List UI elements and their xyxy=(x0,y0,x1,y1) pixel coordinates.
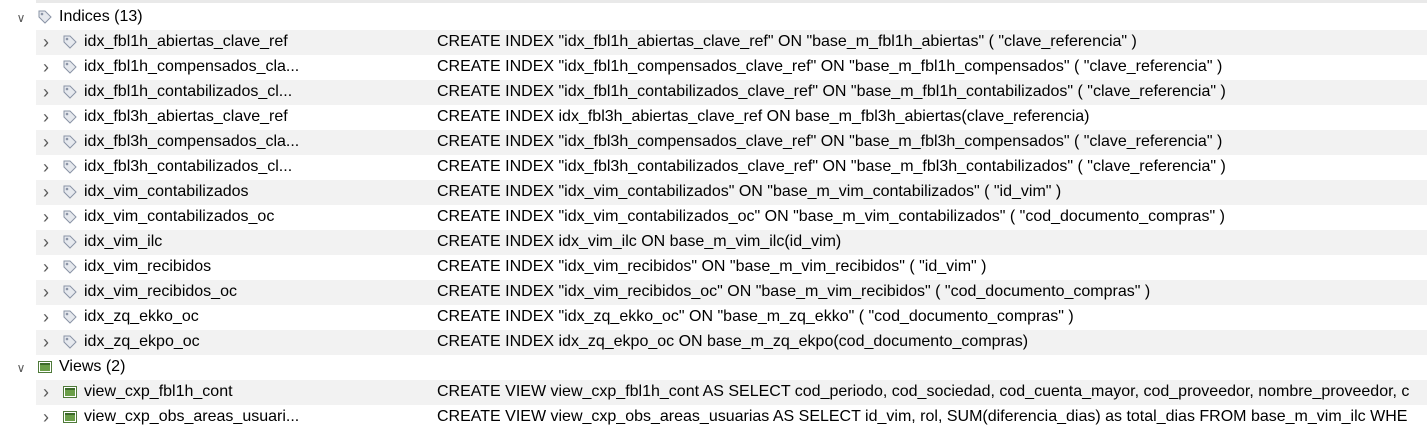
index-definition: CREATE INDEX "idx_fbl3h_compensados_clav… xyxy=(437,133,1223,150)
tag-icon xyxy=(62,234,78,250)
view-definition: CREATE VIEW view_cxp_fbl1h_cont AS SELEC… xyxy=(437,383,1410,400)
tag-icon xyxy=(62,109,78,125)
index-name: idx_fbl3h_abiertas_clave_ref xyxy=(84,108,288,125)
tree-row-index[interactable]: › idx_fbl1h_abiertas_clave_ref CREATE INDE… xyxy=(0,30,1427,55)
view-icon xyxy=(62,409,78,425)
tree-row-index[interactable]: › idx_vim_ilc CREATE INDEX idx_vim_ilc ON … xyxy=(0,230,1427,255)
index-definition: CREATE INDEX idx_vim_ilc ON base_m_vim_i… xyxy=(437,233,842,250)
index-name: idx_fbl3h_compensados_cla... xyxy=(84,133,300,150)
expand-chevron-icon[interactable]: › xyxy=(43,107,49,127)
group-label: Views (2) xyxy=(59,358,126,375)
tree-row-index[interactable]: › idx_vim_recibidos_oc CREATE INDEX "idx_v… xyxy=(0,280,1427,305)
tree-row-index[interactable]: › idx_fbl1h_contabilizados_cl... CREATE IN… xyxy=(0,80,1427,105)
index-definition: CREATE INDEX "idx_vim_recibidos" ON "bas… xyxy=(437,258,987,275)
expand-chevron-icon[interactable]: › xyxy=(43,157,49,177)
index-definition: CREATE INDEX "idx_vim_contabilizados" ON… xyxy=(437,183,1062,200)
tree-row-index[interactable]: › idx_vim_contabilizados CREATE INDEX "idx… xyxy=(0,180,1427,205)
index-definition: CREATE INDEX "idx_vim_recibidos_oc" ON "… xyxy=(437,283,1151,300)
index-definition: CREATE INDEX "idx_zq_ekko_oc" ON "base_m… xyxy=(437,308,1074,325)
expand-chevron-icon[interactable]: › xyxy=(43,282,49,302)
index-name: idx_vim_ilc xyxy=(84,233,163,250)
index-definition: CREATE INDEX "idx_fbl3h_contabilizados_c… xyxy=(437,158,1226,175)
view-name: view_cxp_obs_areas_usuari... xyxy=(84,408,300,425)
tree-row-index[interactable]: › idx_fbl3h_compensados_cla... CREATE INDE… xyxy=(0,130,1427,155)
clipped-row-above xyxy=(0,0,1427,4)
expand-chevron-icon[interactable]: › xyxy=(43,207,49,227)
index-name: idx_vim_recibidos xyxy=(84,258,212,275)
index-name: idx_fbl1h_abiertas_clave_ref xyxy=(84,33,288,50)
group-label: Indices (13) xyxy=(59,8,143,25)
expand-chevron-icon[interactable]: › xyxy=(43,257,49,277)
index-name: idx_zq_ekko_oc xyxy=(84,308,199,325)
tree-row-index[interactable]: › idx_vim_contabilizados_oc CREATE INDEX "… xyxy=(0,205,1427,230)
view-name: view_cxp_fbl1h_cont xyxy=(84,383,233,400)
index-definition: CREATE INDEX idx_fbl3h_abiertas_clave_re… xyxy=(437,108,1090,125)
expand-chevron-icon[interactable]: › xyxy=(43,82,49,102)
expand-chevron-icon[interactable]: › xyxy=(43,332,49,352)
tag-icon xyxy=(62,209,78,225)
index-name: idx_zq_ekpo_oc xyxy=(84,333,200,350)
tree-row-index[interactable]: › idx_zq_ekpo_oc CREATE INDEX idx_zq_ekpo_… xyxy=(0,330,1427,355)
tree-row-view[interactable]: › view_cxp_fbl1h_cont CREATE VIEW view_cxp… xyxy=(0,380,1427,405)
tag-icon xyxy=(62,84,78,100)
tag-icon xyxy=(62,284,78,300)
index-definition: CREATE INDEX "idx_vim_contabilizados_oc"… xyxy=(437,208,1225,225)
tree-row-view[interactable]: › view_cxp_obs_areas_usuari... CREATE VIEW… xyxy=(0,405,1427,430)
index-name: idx_vim_contabilizados_oc xyxy=(84,208,275,225)
index-definition: CREATE INDEX "idx_fbl1h_abiertas_clave_r… xyxy=(437,33,1137,50)
index-name: idx_fbl1h_contabilizados_cl... xyxy=(84,83,293,100)
expand-chevron-icon[interactable]: › xyxy=(43,407,49,427)
index-definition: CREATE INDEX "idx_fbl1h_compensados_clav… xyxy=(437,58,1223,75)
view-icon xyxy=(37,359,53,375)
expand-chevron-icon[interactable]: › xyxy=(43,132,49,152)
collapse-chevron-icon[interactable]: ∨ xyxy=(16,10,26,25)
expand-chevron-icon[interactable]: › xyxy=(43,182,49,202)
tag-icon xyxy=(62,309,78,325)
tree-row-index[interactable]: › idx_fbl3h_abiertas_clave_ref CREATE INDE… xyxy=(0,105,1427,130)
tag-icon xyxy=(62,259,78,275)
tree-row-index[interactable]: › idx_zq_ekko_oc CREATE INDEX "idx_zq_ekko… xyxy=(0,305,1427,330)
group-row-views[interactable]: ∨ Views (2) xyxy=(0,355,1427,380)
tag-icon xyxy=(62,184,78,200)
index-name: idx_vim_recibidos_oc xyxy=(84,283,237,300)
tag-icon xyxy=(37,9,53,25)
index-definition: CREATE INDEX idx_zq_ekpo_oc ON base_m_zq… xyxy=(437,333,1029,350)
tag-icon xyxy=(62,34,78,50)
index-name: idx_fbl1h_compensados_cla... xyxy=(84,58,300,75)
index-name: idx_fbl3h_contabilizados_cl... xyxy=(84,158,293,175)
tag-icon xyxy=(62,134,78,150)
tree-row-index[interactable]: › idx_vim_recibidos CREATE INDEX "idx_vim_… xyxy=(0,255,1427,280)
tree-row-index[interactable]: › idx_fbl1h_compensados_cla... CREATE INDE… xyxy=(0,55,1427,80)
view-icon xyxy=(62,384,78,400)
group-row-indices[interactable]: ∨ Indices (13) xyxy=(0,5,1427,30)
expand-chevron-icon[interactable]: › xyxy=(43,232,49,252)
tag-icon xyxy=(62,334,78,350)
tag-icon xyxy=(62,59,78,75)
index-name: idx_vim_contabilizados xyxy=(84,183,249,200)
tree-row-index[interactable]: › idx_fbl3h_contabilizados_cl... CREATE IN… xyxy=(0,155,1427,180)
expand-chevron-icon[interactable]: › xyxy=(43,382,49,402)
expand-chevron-icon[interactable]: › xyxy=(43,32,49,52)
view-definition: CREATE VIEW view_cxp_obs_areas_usuarias … xyxy=(437,408,1408,425)
expand-chevron-icon[interactable]: › xyxy=(43,307,49,327)
collapse-chevron-icon[interactable]: ∨ xyxy=(16,360,26,375)
index-definition: CREATE INDEX "idx_fbl1h_contabilizados_c… xyxy=(437,83,1226,100)
expand-chevron-icon[interactable]: › xyxy=(43,57,49,77)
tag-icon xyxy=(62,159,78,175)
